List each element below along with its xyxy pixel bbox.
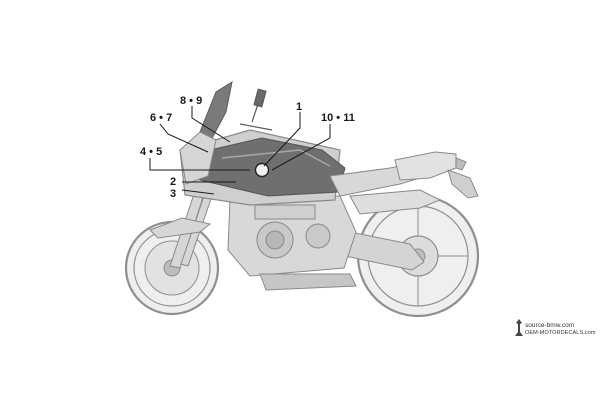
- tail-light: [455, 157, 467, 171]
- exhaust: [259, 273, 357, 291]
- engine: [227, 195, 357, 277]
- tail-section: [394, 151, 457, 181]
- mirror-handlebar: [239, 88, 273, 131]
- callout-6-7: 6 • 7: [150, 112, 172, 124]
- leader-line-4-5: [149, 158, 250, 171]
- leader-lines: [149, 106, 331, 195]
- watermark-line-2: OEM-MOTORDECALS.com: [525, 330, 596, 336]
- callout-10-11: 10 • 11: [321, 112, 355, 124]
- watermark-logo-icon: [515, 319, 523, 336]
- watermark-line-1: source-bmw.com: [525, 322, 575, 329]
- leader-line-3: [181, 189, 215, 195]
- tank-emblem: [254, 162, 270, 178]
- front-nose: [179, 131, 217, 185]
- plate-holder: [447, 169, 479, 199]
- callout-3: 3: [170, 188, 176, 200]
- leader-line-1: [263, 112, 301, 167]
- rear-subframe: [349, 189, 442, 215]
- leader-line-10-11: [271, 124, 331, 171]
- callout-4-5: 4 • 5: [140, 146, 162, 158]
- leader-line-6-7: [159, 123, 209, 153]
- callout-8-9: 8 • 9: [180, 95, 202, 107]
- tank-highlight: [221, 149, 331, 167]
- leader-line-8-9: [191, 106, 231, 143]
- callout-1: 1: [296, 101, 302, 113]
- front-fender: [149, 217, 212, 239]
- callout-2: 2: [170, 176, 176, 188]
